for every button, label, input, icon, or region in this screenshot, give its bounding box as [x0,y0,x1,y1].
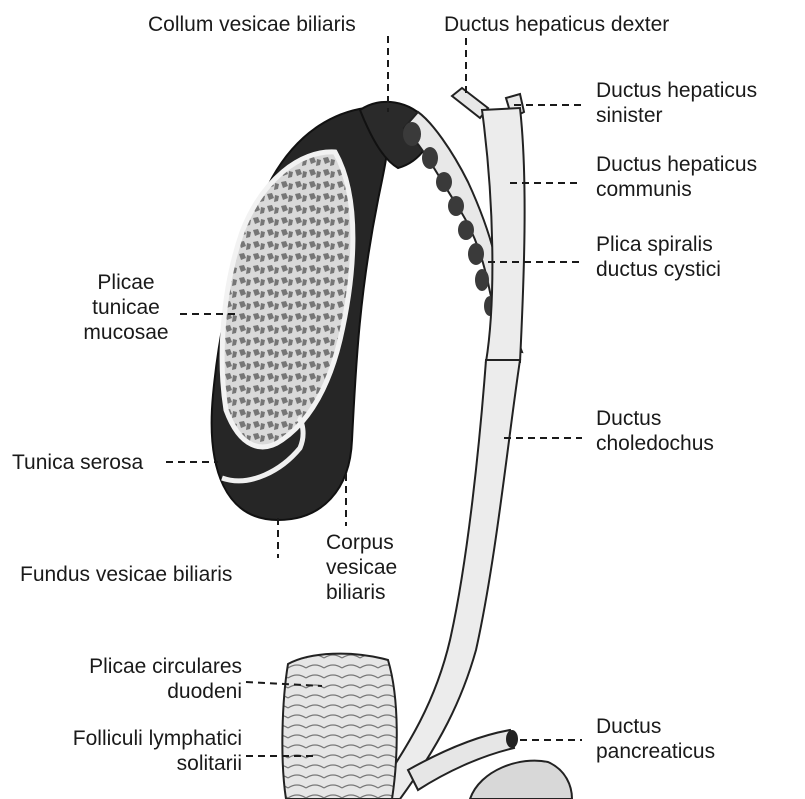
pancreatic-duct-opening [506,730,518,748]
duodenum-lower-right [470,761,572,799]
label-plicae-tunicae-mucosae: Plicae tunicae mucosae [72,270,180,345]
label-plicae-circulares-duodeni: Plicae circulares duodeni [20,654,242,704]
label-plica-spiralis: Plica spiralis ductus cystici [596,232,721,282]
duodenum-wall [282,654,396,799]
label-ductus-hepaticus-sinister: Ductus hepaticus sinister [596,78,757,128]
label-corpus-vesicae-biliaris: Corpus vesicae biliaris [326,530,397,605]
label-tunica-serosa: Tunica serosa [12,450,143,475]
label-ductus-pancreaticus: Ductus pancreaticus [596,714,715,764]
label-fundus-vesicae-biliaris: Fundus vesicae biliaris [20,562,232,587]
label-folliculi-lymphatici: Folliculi lymphatici solitarii [10,726,242,776]
label-ductus-choledochus: Ductus choledochus [596,406,714,456]
label-ductus-hepaticus-dexter: Ductus hepaticus dexter [444,12,669,37]
label-collum-vesicae-biliaris: Collum vesicae biliaris [148,12,356,37]
label-ductus-hepaticus-communis: Ductus hepaticus communis [596,152,757,202]
